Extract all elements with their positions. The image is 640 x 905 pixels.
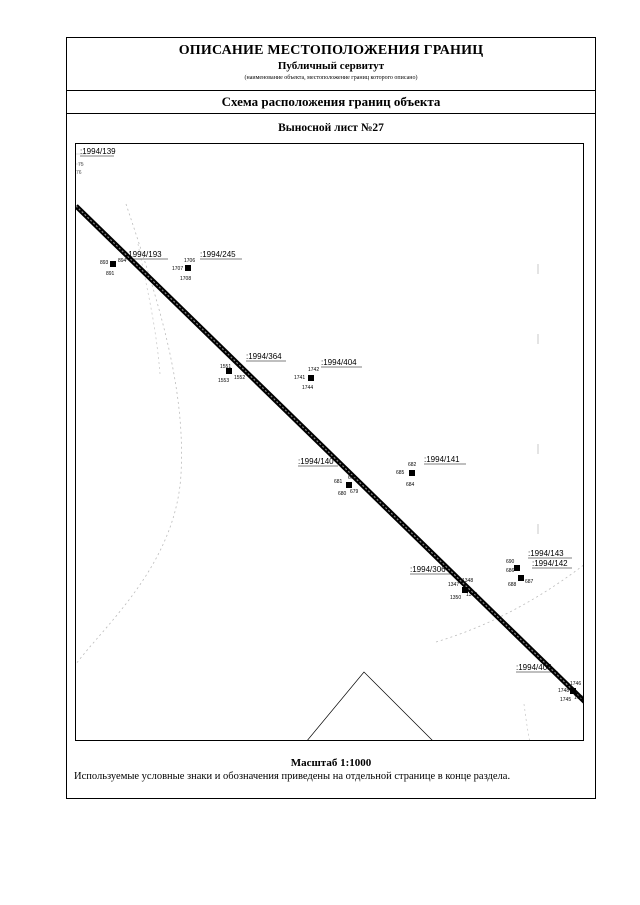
point-label: 687 [525,579,534,585]
point-label: 684 [406,482,415,488]
point-label: 1350 [450,595,461,601]
point-marker [514,565,520,571]
parcel-layer: :1994/139 76 75 :1994/193 893 894 891 :1… [76,147,584,703]
map-canvas: :1994/139 76 75 :1994/193 893 894 891 :1… [76,147,584,740]
point-label: 1349 [466,592,477,598]
point-label: 75 [78,162,84,168]
document-subtitle: Публичный сервитут [277,60,385,72]
parcel-364: :1994/364 1551 1553 1552 [218,352,286,384]
point-label: 1347 [448,582,459,588]
document-title: ОПИСАНИЕ МЕСТОПОЛОЖЕНИЯ ГРАНИЦ [178,43,484,58]
parcel-193: :1994/193 893 894 891 [100,250,168,277]
bg-dashed-line [523,703,530,740]
point-marker [409,470,415,476]
parcel-label: :1994/143 [528,549,564,558]
document-frame: ОПИСАНИЕ МЕСТОПОЛОЖЕНИЯ ГРАНИЦ Публичный… [66,37,596,799]
point-label: 685 [396,470,405,476]
parcel-label: :1994/141 [424,455,460,464]
point-marker [110,261,116,267]
point-label: 1348 [462,578,473,584]
point-label: 893 [100,260,109,266]
point-marker [346,482,352,488]
point-marker [308,375,314,381]
point-label: 1707 [172,266,183,272]
parcel-405: :1994/405 1746 1748 1745 1747 [516,663,584,703]
point-label: 1708 [180,276,191,282]
point-label: 681 [334,479,343,485]
point-label: 894 [118,258,127,264]
object-caption: (наименование объекта, местоположение гр… [244,75,418,81]
bg-dashed-line [76,203,182,665]
point-label: 679 [350,489,359,495]
parcel-140: :1994/140 678 681 679 680 [298,457,359,497]
bg-dashed-line [76,153,86,165]
parcel-label: :1994/245 [200,250,236,259]
point-label: 686 [506,568,515,574]
section-header: Схема расположения границ объекта [67,90,595,114]
parcel-label: :1994/404 [321,358,357,367]
parcel-306: :1994/306 1347 1348 1350 1349 [410,565,477,601]
point-label: 1745 [560,697,571,703]
point-marker [185,265,191,271]
sheet-title: Выносной лист №27 [278,122,384,134]
servitude-strip-inner [76,205,583,701]
bg-dashed-line [137,243,161,375]
point-label: 1744 [302,385,313,391]
point-marker [226,368,232,374]
title-block: ОПИСАНИЕ МЕСТОПОЛОЖЕНИЯ ГРАНИЦ Публичный… [67,38,595,91]
point-label: 76 [76,170,82,176]
point-label: 690 [506,559,515,565]
servitude-strip [76,204,583,704]
point-marker [570,688,576,694]
parcel-143: :1994/143 690 686 [506,549,572,574]
point-label: 680 [338,491,347,497]
point-label: 1746 [570,681,581,687]
point-label: 688 [508,582,517,588]
point-label: 1748 [558,688,569,694]
parcel-label: :1994/306 [410,565,446,574]
point-label: 1706 [184,258,195,264]
parcel-404: :1994/404 1742 1741 1744 [294,358,362,391]
section-title: Схема расположения границ объекта [221,94,441,109]
point-label: 891 [106,271,115,277]
parcel-142: :1994/142 687 688 [508,559,572,588]
parcel-139: :1994/139 76 75 [76,147,116,176]
parcel-label: :1994/405 [516,663,552,672]
point-label: 1552 [234,375,245,381]
parcel-label: :1994/140 [298,457,334,466]
legend-note: Используемые условные знаки и обозначени… [74,771,511,782]
point-marker [462,587,468,593]
point-label: 682 [408,462,417,468]
map-scale: Масштаб 1:1000 [290,757,372,769]
parcel-245: :1994/245 1706 1707 1708 [172,250,242,282]
point-label: 1551 [220,364,231,370]
boundary-map: :1994/139 76 75 :1994/193 893 894 891 :1… [75,143,584,741]
point-label: 1742 [308,367,319,373]
parcel-label: :1994/139 [80,147,116,156]
parcel-label: :1994/364 [246,352,282,361]
point-marker [518,575,524,581]
point-label: 678 [348,475,357,481]
parcel-outline-triangle [307,671,433,740]
parcel-label: :1994/193 [126,250,162,259]
bg-dashed-line [435,565,583,643]
parcel-141: :1994/141 682 685 684 [396,455,466,488]
parcel-label: :1994/142 [532,559,568,568]
point-label: 1741 [294,375,305,381]
point-label: 1747 [574,695,584,701]
point-label: 1553 [218,378,229,384]
